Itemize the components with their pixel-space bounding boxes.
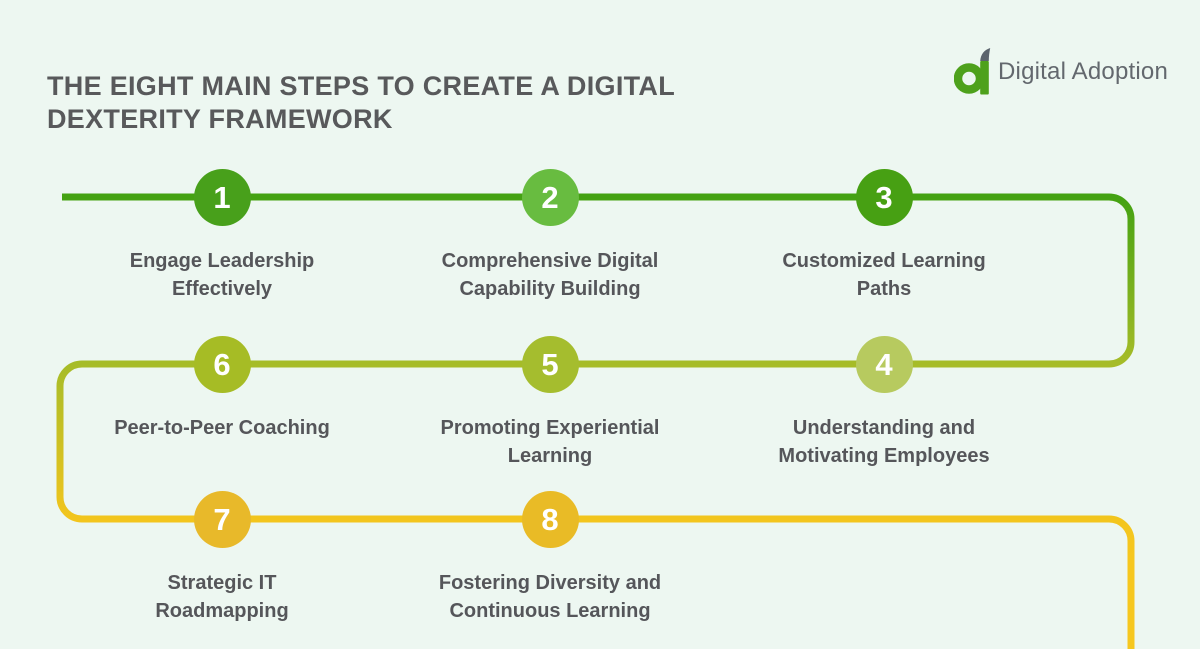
step-6-circle: 6: [193, 336, 251, 393]
step-4-label: Understanding and Motivating Employees: [778, 417, 990, 467]
step-5-circle: 5: [521, 336, 579, 393]
step-5-label: Promoting Experiential Learning: [440, 417, 660, 467]
step-6-label: Peer-to-Peer Coaching: [114, 417, 330, 439]
step-5: 5 Promoting Experiential Learning: [390, 336, 710, 470]
step-2-circle: 2: [521, 169, 579, 226]
step-2-label: Comprehensive Digital Capability Buildin…: [441, 250, 659, 300]
step-2-number: 2: [541, 179, 559, 215]
step-1-number: 1: [213, 179, 231, 215]
step-6-number: 6: [213, 346, 231, 382]
step-2: 2 Comprehensive Digital Capability Build…: [390, 169, 710, 303]
digital-adoption-logo: Digital Adoption: [954, 48, 1168, 95]
step-1-circle: 1: [193, 169, 251, 226]
step-8-number: 8: [541, 501, 559, 537]
step-4-number: 4: [875, 346, 893, 382]
digital-adoption-a-icon: [954, 48, 991, 95]
step-5-number: 5: [541, 346, 559, 382]
step-3: 3 Customized Learning Paths: [724, 169, 1044, 303]
step-7-label: Strategic IT Roadmapping: [155, 572, 289, 622]
step-4: 4 Understanding and Motivating Employees: [724, 336, 1044, 470]
step-8-label: Fostering Diversity and Continuous Learn…: [438, 572, 662, 622]
step-6: 6 Peer-to-Peer Coaching: [62, 336, 382, 442]
logo-wordmark: Digital Adoption: [998, 57, 1168, 85]
step-7-circle: 7: [193, 491, 251, 548]
step-3-circle: 3: [855, 169, 913, 226]
step-3-label: Customized Learning Paths: [782, 250, 986, 300]
step-8: 8 Fostering Diversity and Continuous Lea…: [390, 491, 710, 625]
step-8-circle: 8: [521, 491, 579, 548]
page-title: THE EIGHT MAIN STEPS TO CREATE A DIGITAL…: [47, 71, 675, 135]
step-4-circle: 4: [855, 336, 913, 393]
step-1: 1 Engage Leadership Effectively: [62, 169, 382, 303]
step-3-number: 3: [875, 179, 893, 215]
step-1-label: Engage Leadership Effectively: [129, 250, 315, 300]
step-7-number: 7: [213, 501, 231, 537]
step-7: 7 Strategic IT Roadmapping: [62, 491, 382, 625]
